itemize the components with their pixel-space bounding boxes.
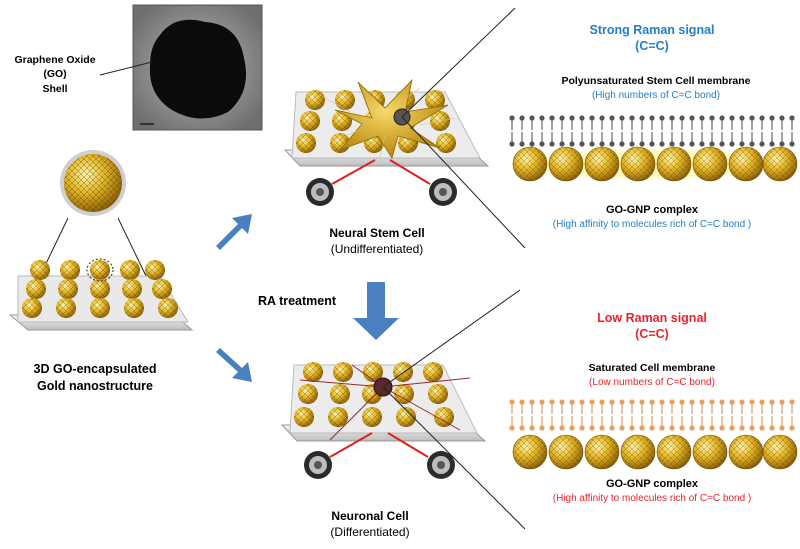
strong-signal-bond: (C=C)	[635, 39, 669, 53]
stem-cell-name: Neural Stem Cell	[329, 226, 424, 240]
arrow-to-neuronal-cell	[216, 348, 252, 382]
tem-label: Graphene Oxide (GO) Shell	[14, 54, 153, 95]
polyunsaturated-membrane-title: Polyunsaturated Stem Cell membrane	[561, 75, 750, 87]
go-gnp-complex-note-top: (High affinity to molecules rich of C=C …	[553, 219, 752, 230]
go-gnp-row-top	[508, 146, 798, 182]
stem-cell-state: (Undifferentiated)	[331, 242, 424, 256]
ra-treatment-label: RA treatment	[258, 294, 337, 308]
raman-probe-left-bottom	[304, 451, 332, 479]
raman-probe-right-top	[429, 178, 457, 206]
tem-image	[132, 4, 263, 131]
low-signal-title: Low Raman signal	[597, 311, 707, 325]
saturated-lipid-bilayer	[508, 398, 796, 432]
arrow-to-stem-cell	[216, 214, 252, 250]
low-signal-panel: Low Raman signal (C=C) Saturated Cell me…	[508, 311, 798, 504]
substrate-plate	[8, 258, 194, 331]
raman-probe-left-top	[306, 178, 334, 206]
strong-signal-panel: Strong Raman signal (C=C) Polyunsaturate…	[508, 23, 798, 230]
saturated-membrane-title: Saturated Cell membrane	[589, 362, 716, 374]
tem-pointer-line	[99, 61, 153, 76]
substrate-label-line1: 3D GO-encapsulated	[34, 362, 157, 376]
tem-label-line1: Graphene Oxide	[14, 54, 95, 66]
tem-label-line2: (GO)	[43, 68, 66, 80]
neuronal-cell-state: (Differentiated)	[330, 525, 409, 539]
neuronal-cell-name: Neuronal Cell	[331, 509, 408, 523]
tem-label-line3: Shell	[42, 83, 67, 95]
go-gnp-complex-note-bottom: (High affinity to molecules rich of C=C …	[553, 493, 752, 504]
go-gnp-row-bottom	[512, 434, 798, 470]
saturated-membrane-note: (Low numbers of C=C bond)	[589, 377, 715, 388]
stem-cell-plate	[283, 7, 526, 249]
arrow-ra-treatment	[353, 282, 399, 340]
polyunsaturated-membrane-note: (High numbers of C=C bond)	[592, 90, 720, 101]
low-signal-bond: (C=C)	[635, 327, 669, 341]
polyunsaturated-lipid-bilayer	[508, 114, 796, 148]
strong-signal-title: Strong Raman signal	[589, 23, 714, 37]
go-gnp-complex-title-top: GO-GNP complex	[606, 204, 699, 216]
go-gnp-complex-title-bottom: GO-GNP complex	[606, 478, 699, 490]
substrate-label-line2: Gold nanostructure	[37, 379, 153, 393]
neuronal-cell-plate	[280, 289, 526, 530]
magnified-nanoparticle	[39, 150, 147, 277]
